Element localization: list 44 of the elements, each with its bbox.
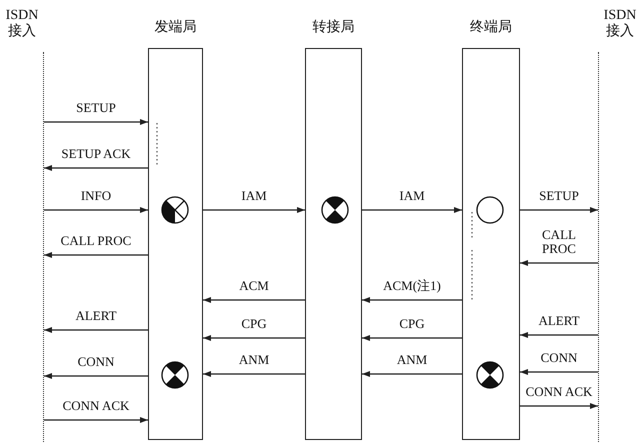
message-label: SETUP ACK <box>60 147 132 161</box>
message-label: CONN <box>540 351 578 365</box>
message-label: CONN <box>76 355 116 369</box>
message-arrow <box>44 252 148 258</box>
message-arrow <box>520 207 598 213</box>
access-label: ISDN 接入 <box>4 8 40 40</box>
message-label: SETUP <box>75 101 117 115</box>
message-arrow <box>44 327 148 333</box>
message-label: IAM <box>398 189 426 203</box>
message-label: ANM <box>396 353 428 367</box>
message-arrow <box>520 403 598 409</box>
message-arrow <box>44 119 148 125</box>
message-label: ANM <box>238 353 270 367</box>
message-arrow <box>44 373 148 379</box>
message-label: SETUP <box>538 189 580 203</box>
office-label: 终端局 <box>470 20 512 36</box>
message-arrow <box>520 260 598 266</box>
office-label: 转接局 <box>312 20 354 36</box>
message-arrow <box>203 335 305 341</box>
message-arrow <box>203 371 305 377</box>
message-label: IAM <box>240 189 268 203</box>
message-label: CONN ACK <box>524 385 594 399</box>
message-arrow <box>362 207 462 213</box>
message-arrow <box>203 207 305 213</box>
message-arrow <box>362 335 462 341</box>
access-label: ISDN 接入 <box>602 8 638 40</box>
message-arrow <box>44 165 148 171</box>
message-label: ALERT <box>74 309 118 323</box>
message-label: ALERT <box>537 314 581 328</box>
message-arrow <box>362 371 462 377</box>
message-label: ACM(注1) <box>382 279 442 293</box>
message-label: INFO <box>80 189 112 203</box>
message-arrow <box>44 417 148 423</box>
message-label: CALL PROC <box>60 234 132 248</box>
office-label: 发端局 <box>154 20 196 36</box>
message-label: CPG <box>240 317 268 331</box>
message-label: ACM <box>238 279 270 293</box>
message-arrow <box>520 369 598 375</box>
message-arrow <box>362 297 462 303</box>
message-arrow <box>203 297 305 303</box>
message-label: CPG <box>398 317 426 331</box>
message-arrow <box>520 332 598 338</box>
message-label: CONN ACK <box>62 399 130 413</box>
message-arrow <box>44 207 148 213</box>
